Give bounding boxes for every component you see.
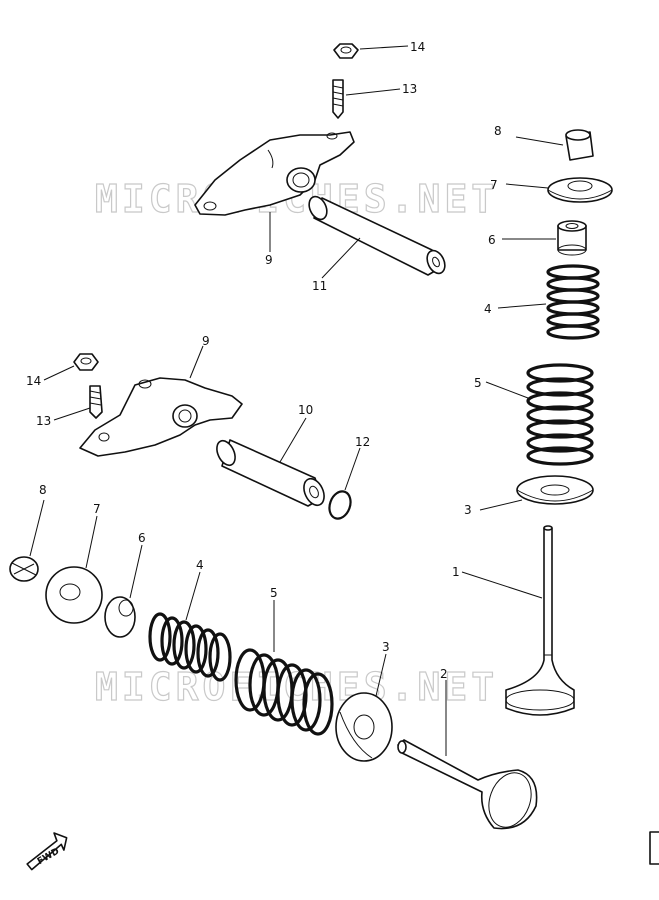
part-13-screw-lower[interactable]: [89, 385, 103, 419]
label-8-left: 8: [39, 483, 47, 497]
label-9-upper: 9: [265, 253, 273, 267]
label-6-right: 6: [488, 233, 496, 247]
part-5-outer-spring-left[interactable]: [234, 648, 334, 736]
frame-edge: [649, 831, 659, 865]
part-14-nut-lower[interactable]: [73, 353, 99, 371]
part-10-rocker-shaft[interactable]: [213, 438, 328, 509]
part-12-o-ring[interactable]: [326, 488, 354, 521]
part-6-seal-left[interactable]: [104, 596, 136, 638]
label-5-right: 5: [474, 376, 482, 390]
part-1-valve[interactable]: [505, 525, 575, 716]
label-1: 1: [452, 565, 460, 579]
part-7-retainer-left[interactable]: [45, 566, 103, 624]
label-4-left: 4: [196, 558, 204, 572]
part-9-rocker-arm-lower[interactable]: [79, 377, 243, 457]
part-14-nut-upper[interactable]: [333, 43, 359, 59]
label-10: 10: [298, 403, 313, 417]
label-11: 11: [312, 279, 327, 293]
label-7-right: 7: [490, 178, 498, 192]
part-11-rocker-shaft-upper[interactable]: [306, 194, 449, 277]
part-7-retainer-right[interactable]: [547, 177, 613, 203]
label-12: 12: [355, 435, 370, 449]
label-3-left: 3: [382, 640, 390, 654]
label-14-lower: 14: [26, 374, 41, 388]
part-4-inner-spring-right[interactable]: [546, 264, 600, 340]
part-2-valve[interactable]: [397, 739, 538, 833]
label-13-upper: 13: [402, 82, 417, 96]
fwd-arrow-icon: FWD: [26, 832, 68, 871]
label-13-lower: 13: [36, 414, 51, 428]
label-3-right: 3: [464, 503, 472, 517]
label-4-right: 4: [484, 302, 492, 316]
label-8-right: 8: [494, 124, 502, 138]
label-6-left: 6: [138, 531, 146, 545]
part-6-seal-right[interactable]: [557, 220, 587, 256]
part-5-outer-spring-right[interactable]: [526, 363, 594, 466]
part-8-cotter-right[interactable]: [565, 129, 594, 161]
label-9-lower: 9: [202, 334, 210, 348]
label-2: 2: [440, 667, 448, 681]
label-7-left: 7: [93, 502, 101, 516]
part-3-spring-seat-right[interactable]: [516, 475, 594, 505]
label-5-left: 5: [270, 586, 278, 600]
part-3-spring-seat-left[interactable]: [335, 692, 393, 762]
part-4-inner-spring-left[interactable]: [148, 612, 232, 682]
part-8-cotter-left[interactable]: [9, 556, 39, 582]
watermark-bottom: MICROFICHES.NET: [95, 665, 498, 709]
part-9-rocker-arm-upper[interactable]: [194, 131, 355, 216]
part-13-screw-upper[interactable]: [332, 79, 344, 119]
label-14-upper: 14: [410, 40, 425, 54]
